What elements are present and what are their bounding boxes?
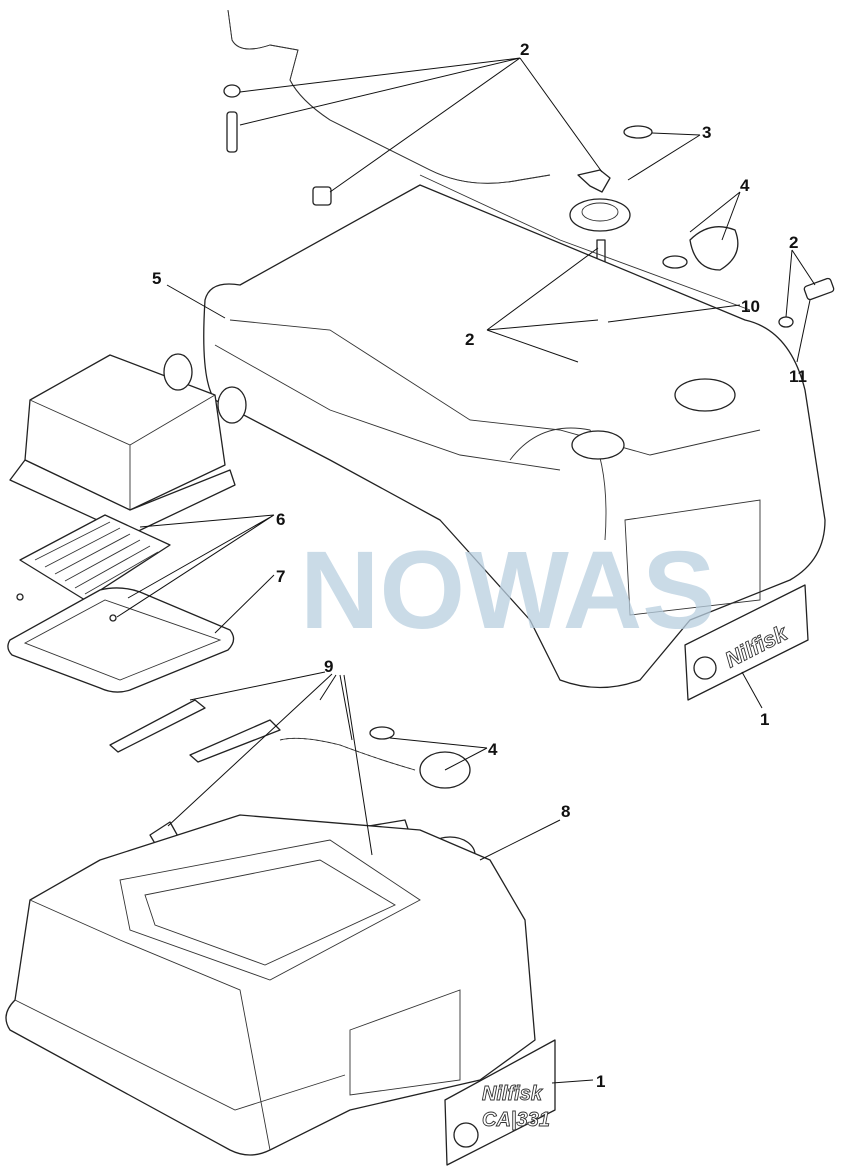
callout-11: 11 <box>789 367 807 386</box>
lower-tank <box>5 814 536 1156</box>
callout-1: 1 <box>760 710 769 729</box>
callout-5: 5 <box>152 269 161 288</box>
decal-model-text: CA|331 <box>482 1109 550 1131</box>
callout-6: 6 <box>276 510 285 529</box>
nilfisk-decal-lower: Nilfisk CA|331 <box>444 1039 556 1166</box>
callout-2: 2 <box>520 40 529 59</box>
filter-box <box>9 353 247 536</box>
callout-8: 8 <box>561 802 570 821</box>
leader-lines <box>116 57 816 1084</box>
callout-1: 1 <box>596 1072 605 1091</box>
decal-brand-text: Nilfisk <box>482 1083 543 1105</box>
callout-10: 10 <box>741 297 760 316</box>
callout-4: 4 <box>740 176 750 195</box>
hose <box>227 9 551 184</box>
callout-7: 7 <box>276 567 285 586</box>
filter-tray <box>7 587 235 693</box>
callout-2: 2 <box>465 330 474 349</box>
nilfisk-decal-upper: Nilfisk <box>684 584 809 701</box>
callout-4: 4 <box>488 740 498 759</box>
callout-2: 2 <box>789 233 798 252</box>
callouts: 2 3 4 2 2 10 11 5 6 7 9 4 8 1 1 <box>152 40 807 1091</box>
filter-grid <box>19 514 171 601</box>
watermark: NOWAS <box>300 529 716 652</box>
callout-9: 9 <box>324 657 333 676</box>
callout-3: 3 <box>702 123 711 142</box>
